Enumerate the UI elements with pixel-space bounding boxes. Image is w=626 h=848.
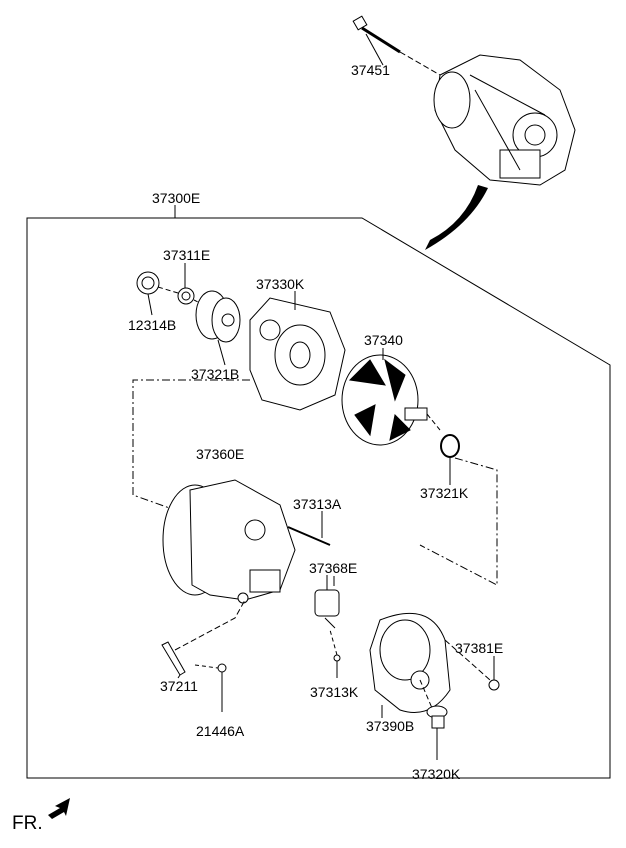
rear-bracket-37360E-image [162,479,296,604]
pulley-37321B-image [195,290,241,343]
label-37381E[interactable]: 37381E [455,640,504,656]
label-37211[interactable]: 37211 [160,678,198,694]
label-37330K[interactable]: 37330K [256,276,305,292]
screw-37313K-image [333,654,341,662]
label-37390B[interactable]: 37390B [366,718,415,734]
ring-37321K-image [440,434,460,458]
bolt-21446A-image [217,663,227,673]
assembly-arrow [425,185,488,250]
label-37320K[interactable]: 37320K [412,766,461,782]
terminal-37320K-image [426,705,448,760]
through-bolt-37313A-image [287,526,331,546]
rotor-37340-image [341,354,441,446]
nut-37381E-image [488,679,500,691]
label-37360E[interactable]: 37360E [196,446,245,462]
label-37321B[interactable]: 37321B [191,366,240,382]
rear-cover-37390B-image [369,612,491,713]
label-21446A[interactable]: 21446A [196,723,245,739]
label-37313A[interactable]: 37313A [293,496,342,512]
label-37340[interactable]: 37340 [364,332,403,348]
label-37321K[interactable]: 37321K [420,485,469,501]
label-37300E[interactable]: 37300E [152,190,201,206]
alternator-assembly-image [433,54,576,186]
label-12314B[interactable]: 12314B [128,317,177,333]
assembly-boundary [26,217,611,779]
label-37368E[interactable]: 37368E [309,560,358,576]
label-37451[interactable]: 37451 [351,62,390,78]
label-37313K[interactable]: 37313K [310,684,359,700]
brush-holder-37368E-image [314,575,340,629]
front-direction-arrow-icon [48,798,70,819]
bracket-37211-image [161,641,186,676]
front-bracket-37330K-image [249,297,346,411]
bolt-37451-image [352,15,441,76]
label-37311E[interactable]: 37311E [163,247,211,263]
front-direction-label: FR. [12,813,43,834]
